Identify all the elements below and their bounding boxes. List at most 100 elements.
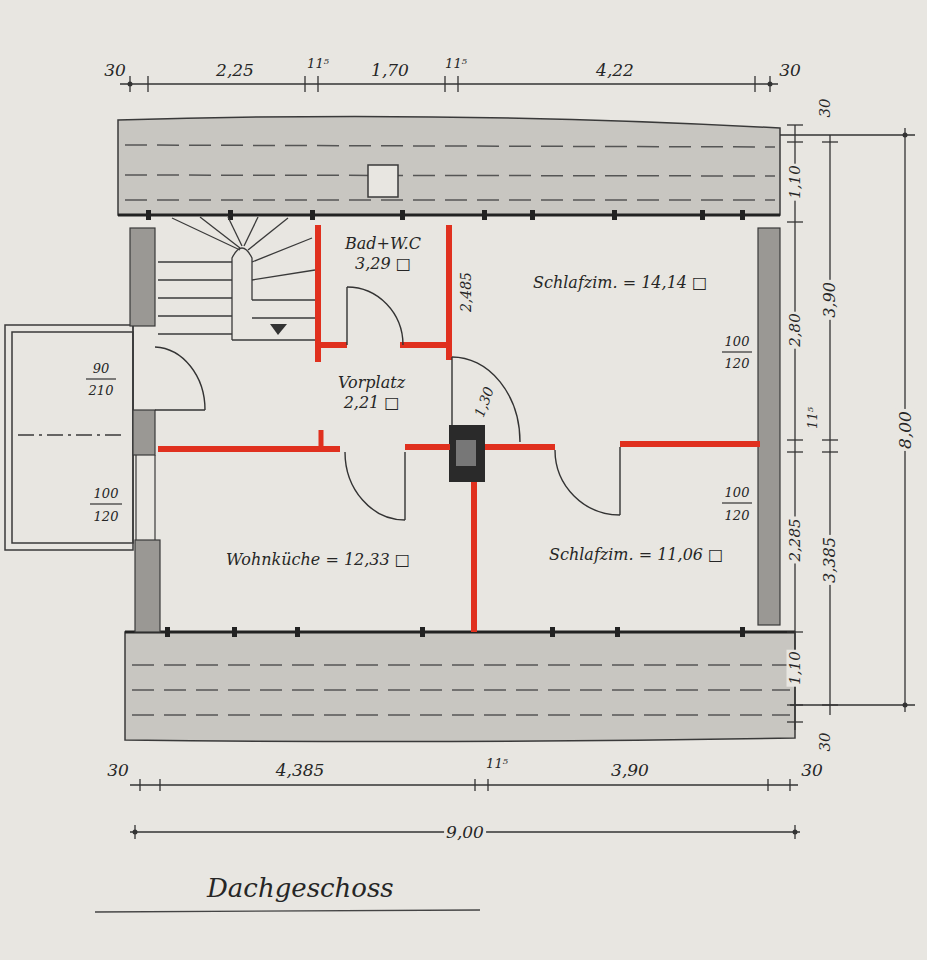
plan-line — [135, 540, 160, 632]
dimension-label: 120 — [723, 356, 752, 371]
dimension-label: 90 — [91, 361, 112, 376]
plan-line — [158, 333, 232, 334]
plan-line — [449, 425, 485, 482]
dimension-label: 1,30 — [470, 383, 497, 422]
plan-line — [252, 238, 312, 262]
plan-line — [822, 451, 838, 452]
plan-line — [132, 665, 790, 715]
dimension-label: 2,25 — [214, 61, 256, 80]
plan-line — [158, 446, 340, 452]
plan-line — [400, 342, 449, 348]
plan-line — [740, 627, 745, 637]
plan-line — [485, 444, 555, 450]
plan-line — [125, 199, 775, 201]
plan-line — [400, 210, 405, 220]
plan-line — [550, 627, 555, 637]
dimension-label: 100 — [92, 486, 121, 501]
plan-line — [158, 279, 232, 280]
plan-line — [125, 175, 775, 176]
plan-line — [315, 225, 321, 362]
room-name: 3,29 □ — [345, 254, 421, 274]
dimension-label: 3,90 — [821, 280, 839, 320]
plan-line — [530, 210, 535, 220]
dimension-label: 100 — [723, 485, 752, 500]
plan-line — [787, 439, 803, 440]
plan-line — [270, 324, 287, 335]
dimension-label: 2,80 — [787, 311, 804, 348]
plan-line — [555, 450, 620, 515]
plan-line — [133, 830, 138, 835]
room-label: Vorplatz2,21 □ — [334, 371, 409, 415]
dimension-label: 1,10 — [787, 649, 804, 686]
plan-line — [787, 221, 803, 222]
plan-line — [446, 225, 452, 360]
plan-line — [404, 452, 405, 520]
plan-line — [132, 326, 133, 410]
plan-line — [310, 210, 315, 220]
plan-line — [86, 378, 116, 379]
plan-line — [155, 287, 620, 520]
plan-line — [252, 299, 315, 300]
plan-line — [155, 409, 205, 410]
plan-line — [244, 217, 258, 246]
plan-line — [612, 210, 617, 220]
plan-line — [794, 125, 795, 730]
plan-line — [125, 145, 775, 200]
dimension-label: 11⁵ — [305, 56, 331, 71]
plan-line — [252, 270, 315, 280]
dimension-label: 4,385 — [274, 761, 327, 780]
plan-line — [615, 627, 620, 637]
plan-line — [767, 779, 768, 791]
plan-line — [304, 76, 305, 92]
plan-line — [317, 76, 318, 92]
plan-line — [86, 352, 752, 504]
plan-line — [231, 300, 232, 340]
plan-line — [405, 444, 450, 450]
plan-line — [155, 347, 205, 410]
plan-line — [319, 430, 324, 449]
plan-line — [758, 228, 780, 625]
dimension-label: 4,22 — [594, 61, 636, 80]
plan-line — [5, 325, 133, 550]
room-name: Bad+W.C — [345, 234, 421, 254]
plan-line — [754, 76, 755, 92]
dimension-label: 2,285 — [787, 517, 804, 564]
dimension-label: 30 — [105, 761, 131, 780]
dimension-label: 3,90 — [609, 761, 651, 780]
dimension-label: 3,385 — [821, 535, 839, 585]
room-label: Wohnküche = 12,33 □ — [222, 548, 414, 572]
plan-line — [132, 664, 790, 666]
plan-line — [18, 434, 125, 436]
dimension-label: 100 — [723, 334, 752, 349]
plan-line — [903, 703, 908, 708]
plan-line — [200, 217, 240, 248]
room-name: Vorplatz — [338, 373, 405, 393]
plan-line — [620, 441, 760, 447]
plan-line — [158, 217, 315, 340]
plan-line — [368, 165, 398, 197]
plan-line — [133, 410, 155, 455]
plan-line — [165, 627, 170, 637]
plan-line — [768, 82, 773, 87]
room-label: Schlafzim. = 14,14 □ — [529, 271, 711, 295]
plan-line — [125, 145, 775, 147]
plan-line — [482, 210, 487, 220]
plan-line — [420, 627, 425, 637]
plan-line — [787, 721, 803, 722]
plan-line — [740, 210, 745, 220]
plan-line — [232, 627, 237, 637]
room-label: Bad+W.C3,29 □ — [341, 232, 425, 276]
plan-line — [789, 779, 790, 791]
plan-line — [228, 217, 242, 246]
plan-line — [248, 218, 288, 250]
plan-line — [346, 287, 347, 345]
dimension-label: 30 — [817, 730, 834, 753]
plan-line — [135, 455, 136, 540]
dimension-label: 11⁵ — [443, 56, 469, 71]
plan-line — [130, 228, 155, 326]
plan-line — [146, 210, 745, 220]
plan-line — [619, 447, 620, 515]
